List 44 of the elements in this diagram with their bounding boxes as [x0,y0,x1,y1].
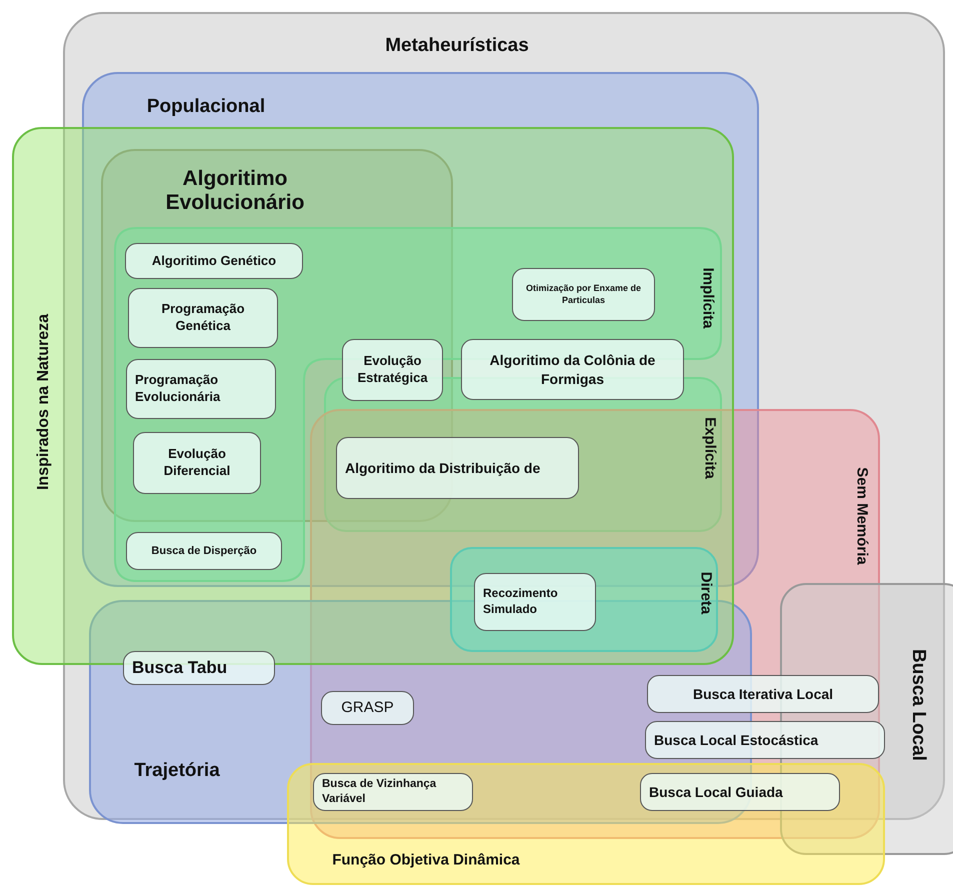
method-box [321,691,414,725]
method-box [512,268,655,321]
method-box [125,243,303,279]
method-name: Busca Tabu [131,656,228,679]
method-box [126,359,276,419]
method-name: Busca Local Guiada [648,782,784,802]
method-name: Busca Local Estocástica [653,730,820,750]
method-name: Programação Genética [160,301,246,335]
method-box [647,675,879,713]
method-name: Otimização por Enxame de Particulas [524,282,642,306]
region-title: Inspirados na Natureza [34,314,53,490]
region-title: Direta [697,572,715,614]
method-box [474,573,596,631]
method-box [133,432,261,494]
method-name: Busca de Vizinhança Variável [321,777,438,807]
method-box [342,339,443,401]
region-title: Sem Memória [853,467,871,565]
region-title: Trajetória [134,760,220,782]
region-title: Metaheurísticas [385,35,529,57]
method-box [336,437,579,499]
method-name: Busca de Disperção [150,544,258,558]
method-box [645,721,885,759]
region-title: Função Objetiva Dinâmica [332,851,520,869]
method-name: Evolução Diferencial [162,446,232,480]
method-box [461,339,684,400]
method-name: Algoritimo da Distribuição de [344,458,542,478]
method-name: Recozimento Simulado [482,586,559,618]
region-title: Busca Local [907,649,929,761]
method-name: Algoritimo da Colônia de Formigas [488,351,656,388]
method-name: Evolução Estratégica [356,353,429,387]
region-title: Populacional [146,96,266,118]
method-name: GRASP [340,698,395,718]
region-title: Algoritimo Evolucionário [164,166,306,216]
method-box [640,773,840,811]
method-box [313,773,473,811]
method-name: Algoritimo Genético [150,252,278,270]
method-name: Busca Iterativa Local [692,684,834,704]
region-title: Explícita [701,417,719,479]
method-box [123,651,275,685]
method-box [126,532,282,570]
region-title: Implícita [699,268,717,328]
method-name: Programação Evolucionária [134,372,222,406]
method-box [128,288,278,348]
category-region [450,547,718,652]
